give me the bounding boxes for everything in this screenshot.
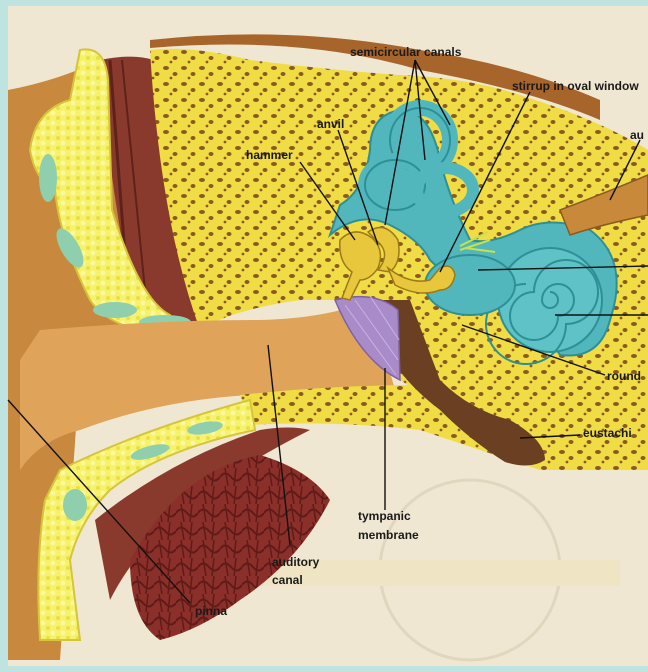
label-stirrup: stirrup in oval window — [512, 79, 639, 93]
label-eustachian: eustachi — [583, 426, 632, 440]
label-tympanic-line1: tympanic — [358, 509, 411, 523]
label-hammer: hammer — [246, 148, 293, 162]
cartilage-cell — [63, 489, 87, 521]
label-round-window: round — [607, 369, 641, 383]
label-auditory-nerve: au — [630, 128, 644, 142]
label-pinna: pinna — [195, 604, 227, 618]
cartilage-cell — [93, 302, 137, 318]
label-tympanic-line2: membrane — [358, 528, 419, 542]
label-auditory-line2: canal — [272, 573, 303, 587]
cartilage-cell — [39, 154, 57, 202]
label-semicircular-canals: semicircular canals — [350, 45, 462, 59]
label-auditory-line1: auditory — [272, 555, 320, 569]
label-anvil: anvil — [317, 117, 344, 131]
